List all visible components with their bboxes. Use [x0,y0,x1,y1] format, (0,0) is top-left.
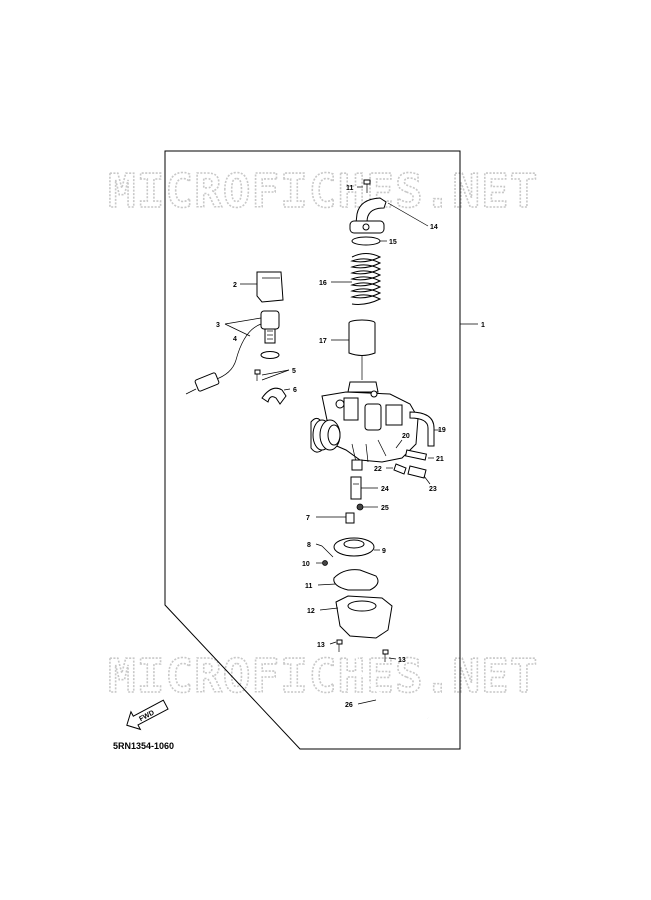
callout-4: 4 [233,336,237,343]
callout-26: 26 [345,702,353,709]
part-8-float-pin [315,543,334,558]
callout-21: 21 [436,456,444,463]
callout-18: 17 [319,338,327,345]
callout-7: 7 [306,515,310,522]
part-2-starter-cover [240,271,284,303]
part-11-gasket [317,569,379,591]
part-13-screw-right [382,649,397,662]
part-17-spring [331,253,382,305]
part-16-gasket [351,236,387,246]
callout-13-right: 13 [398,657,406,664]
part-7-needle [316,512,355,524]
watermark-bottom: MICROFICHES.NET [108,649,538,703]
part-20-jet [395,439,403,449]
callout-8: 8 [307,542,311,549]
callout-6: 6 [293,387,297,394]
callout-1: 1 [481,322,485,329]
callout-13-left: 13 [317,642,325,649]
part-26-drain-hose [355,643,429,719]
callout-10: 10 [302,561,310,568]
diagram-code: 5RN1354-1060 [113,741,174,751]
callout-5: 5 [292,368,296,375]
part-4-o-ring [260,351,280,359]
part-23-screw [407,465,431,485]
assembly-frame [164,150,461,750]
part-24-jet-holder [350,476,378,500]
part-14-screw [357,179,371,193]
callout-22: 22 [374,466,382,473]
callout-15: 14 [430,224,438,231]
callout-12: 12 [307,608,315,615]
part-19-pipe [409,411,440,447]
carburetor-body [310,381,419,471]
callout-11: 11 [305,583,313,590]
part-15-cable-elbow [349,197,429,234]
callout-16: 15 [389,239,397,246]
callout-14: 11 [346,185,354,192]
part-21-screw [405,449,434,461]
callout-24: 24 [381,486,389,493]
part-6-clamp [261,387,291,405]
callout-19: 19 [438,427,446,434]
fwd-label: FWD [138,709,155,723]
part-13-screw-left [329,639,343,652]
callout-2: 2 [233,282,237,289]
callout-17: 16 [319,280,327,287]
callout-9: 9 [382,548,386,555]
fwd-arrow-icon: FWD [126,699,169,731]
callout-20: 20 [402,433,410,440]
part-22-spring [386,463,407,475]
part-18-throttle-valve [331,319,376,380]
watermark-top: MICROFICHES.NET [108,164,538,218]
part-10-needle-valve [316,560,328,566]
part-5-screw [254,369,290,381]
callout-25: 25 [381,505,389,512]
callout-23: 23 [429,486,437,493]
part-12-float-chamber [319,595,393,639]
part-25-main-jet [356,503,378,511]
part-9-float [333,537,380,557]
part-3-auto-choke [185,310,280,395]
callout-3: 3 [216,322,220,329]
